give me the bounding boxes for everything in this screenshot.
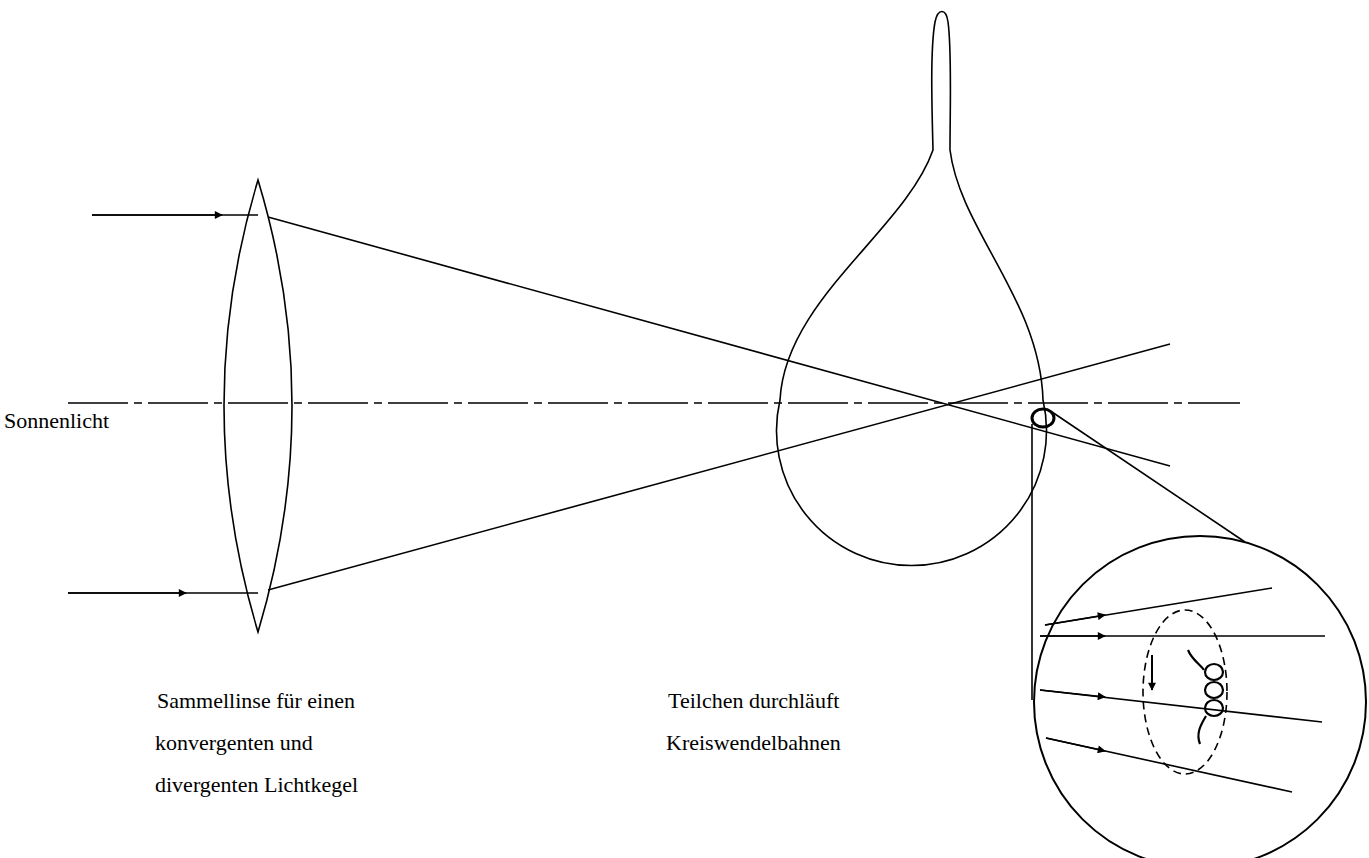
detail-ray [1040, 690, 1322, 722]
magnifier-circle [1034, 536, 1366, 858]
detail-ray [1046, 738, 1292, 792]
refracted-ray [268, 344, 1170, 590]
helix-loop [1205, 682, 1223, 698]
helix-stroke [1198, 716, 1206, 744]
helix-path [1188, 650, 1223, 744]
ray-arrow [68, 592, 186, 594]
leader-line [1052, 412, 1245, 542]
helix-loop [1205, 700, 1223, 716]
drop-vessel [777, 12, 1047, 566]
motion-arrow [1151, 655, 1153, 690]
ray-arrow [92, 214, 222, 216]
detail-ray [1045, 588, 1272, 625]
helix-loop [1205, 664, 1223, 680]
optical-axis [68, 402, 1240, 404]
ray-arrow [1040, 690, 1105, 697]
annotation-label: Sammellinse für einen konvergenten und d… [155, 680, 410, 806]
annotation-label: Sonnenlicht [2, 400, 162, 442]
leader-line [1031, 424, 1033, 700]
ray-arrow [1045, 615, 1105, 625]
incoming-ray [92, 214, 258, 216]
converging-lens [224, 180, 292, 632]
particle [1032, 409, 1054, 427]
incoming-ray [68, 592, 258, 594]
detail-ray [1040, 635, 1325, 637]
ray-arrow [1046, 738, 1105, 751]
helix-stroke [1188, 650, 1204, 670]
annotation-label: Teilchen durchläuft Kreiswendelbahnen [666, 680, 891, 764]
orbit-ellipse [1143, 610, 1227, 774]
refracted-ray [268, 217, 1170, 466]
ray-arrow [1040, 635, 1105, 637]
